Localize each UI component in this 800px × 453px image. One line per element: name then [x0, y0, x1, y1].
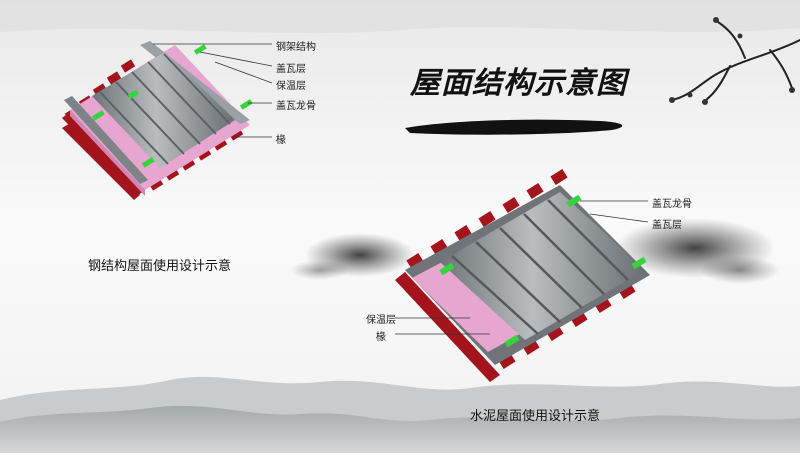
- label-tile-keel-2: 盖瓦龙骨: [652, 199, 692, 210]
- label-insulation-2: 保温层: [366, 315, 396, 326]
- mountains-near: [0, 405, 800, 453]
- label-steel-frame: 钢架结构: [276, 42, 316, 53]
- ink-brush-stroke: [405, 119, 623, 135]
- label-tile-layer-2: 盖瓦层: [652, 220, 682, 231]
- label-tile-layer: 盖瓦层: [276, 64, 306, 75]
- steel-roof-diagram: [62, 41, 273, 200]
- label-insulation: 保温层: [276, 81, 306, 92]
- plum-branch: [671, 21, 800, 101]
- cement-roof-caption: 水泥屋面使用设计示意: [470, 409, 601, 424]
- label-rafter-2: 椽: [376, 332, 386, 343]
- cement-roof-diagram: [395, 169, 650, 382]
- label-rafter: 椽: [276, 135, 286, 146]
- page-title: 屋面结构示意图: [410, 66, 627, 101]
- label-tile-keel: 盖瓦龙骨: [276, 101, 316, 112]
- steel-roof-caption: 钢结构屋面使用设计示意: [88, 259, 232, 274]
